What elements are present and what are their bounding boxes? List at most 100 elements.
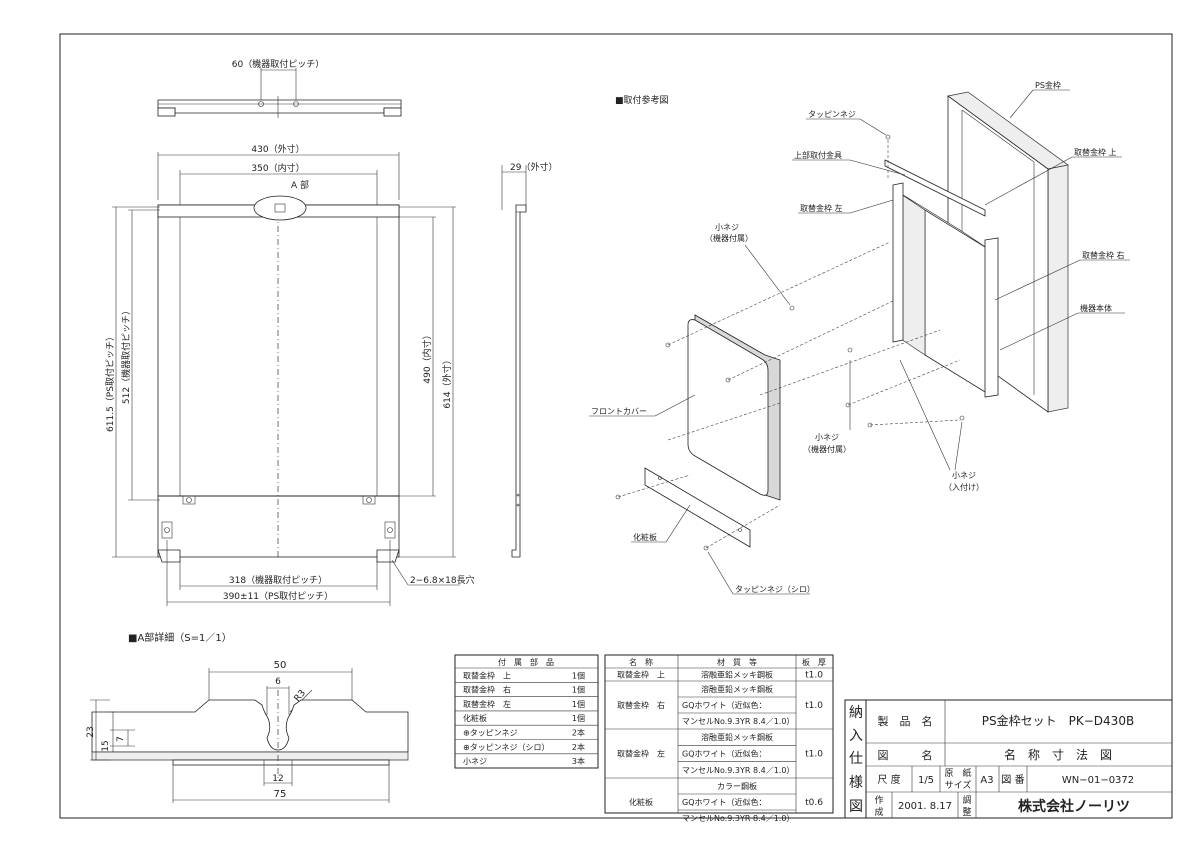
label-small-screw-1-note: （機器付属） (705, 233, 753, 243)
height-ps-pitch-label: 611.5（PS取付ピッチ） (105, 332, 116, 432)
material-row-material: マンセルNo.9.3YR 8.4／1.0） (682, 814, 794, 823)
check-label-2: 整 (962, 806, 971, 818)
material-row-thickness: t1.0 (805, 750, 823, 760)
side-label-3: 仕 (849, 751, 863, 767)
material-header-name: 名 称 (629, 657, 653, 667)
scale-value: 1/5 (918, 775, 934, 786)
side-view: 29（外寸） (501, 161, 557, 558)
made-label-1: 作 (874, 794, 883, 806)
label-frame-left: 取替金枠 左 (800, 203, 843, 213)
material-row-material: 溶融亜鉛メッキ鋼板 (701, 684, 773, 694)
width-inner-label: 350（内寸） (251, 162, 304, 174)
paper-label-1: 原 紙 (944, 767, 971, 779)
label-small-screw-1: 小ネジ (715, 223, 739, 232)
made-date: 2001. 8.17 (898, 801, 952, 812)
drawing-name-label: 図 名 (878, 748, 933, 762)
material-row-thickness: t1.0 (805, 671, 823, 681)
material-row-thickness: t1.0 (805, 701, 823, 711)
slot-note-label: 2−6.8×18長穴 (410, 574, 475, 586)
detail-a: ■A部詳細（S=1／1） 50 6 R3 R6 23 7 15 12 (86, 631, 409, 803)
top-view: 60（機器取付ピッチ） (157, 58, 402, 118)
side-label-5: 図 (849, 799, 863, 815)
material-row-material: GQホワイト（近似色： (682, 749, 767, 759)
parts-row-name: 化粧板 (463, 713, 487, 723)
front-view: 430（外寸） 350（内寸） A 部 611.5（PS取付ピッチ） (105, 143, 475, 606)
parts-row-qty: 2本 (572, 728, 585, 738)
install-reference: ■取付参考図 PS金枠 機器本体 取替金枠 右 取替金枠 左 取替金枠 上 (589, 80, 1130, 595)
material-row-material: マンセルNo.9.3YR 8.4／1.0） (682, 717, 794, 726)
material-row-thickness: t0.6 (805, 798, 823, 808)
dim-6: 6 (275, 677, 281, 687)
detail-a-title: ■A部詳細（S=1／1） (128, 631, 232, 644)
bottom-ps-pitch-label: 390±11（PS取付ピッチ） (223, 591, 333, 602)
label-small-screw-2: 小ネジ (815, 433, 839, 442)
title-block: 納 入 仕 様 図 製 品 名 PS金枠セット PK−D430B 図 名 名 称… (844, 699, 1173, 819)
material-row-material: 溶融亜鉛メッキ鋼板 (701, 670, 773, 680)
drawing-name: 名 称 寸 法 図 (1004, 747, 1112, 762)
side-label-2: 入 (849, 728, 863, 744)
parts-row-name: 取替金枠 上 (463, 670, 511, 680)
label-small-screw-3: 小ネジ (952, 471, 976, 480)
top-pitch-label: 60（機器取付ピッチ） (232, 58, 324, 70)
width-outer-label: 430（外寸） (251, 143, 304, 155)
parts-row-qty: 1個 (572, 670, 585, 680)
material-header-thickness: 板 厚 (802, 657, 826, 667)
parts-row-qty: 1個 (572, 713, 585, 723)
made-label-2: 成 (874, 806, 883, 818)
height-inner-label: 490（内寸） (421, 330, 433, 383)
material-row-material: 溶融亜鉛メッキ鋼板 (701, 732, 773, 742)
side-label-1: 納 (849, 705, 863, 721)
material-row-name: 取替金枠 左 (617, 749, 665, 759)
product-name: PS金枠セット PK−D430B (982, 713, 1134, 728)
parts-row-name: 小ネジ (463, 757, 487, 766)
material-row-name: 取替金枠 上 (617, 670, 665, 680)
drawing-no-label: 図 番 (1001, 774, 1024, 786)
label-ps-frame: PS金枠 (1035, 80, 1061, 90)
check-label-1: 調 (962, 794, 971, 806)
parts-row-name: ⊕タッピンネジ (463, 729, 518, 738)
label-tapping-screw: タッピンネジ (808, 110, 856, 119)
parts-header: 付 属 部 品 (498, 657, 554, 667)
detail-a-marker: A 部 (291, 179, 309, 191)
dim-50: 50 (274, 660, 287, 671)
parts-row-qty: 2本 (572, 742, 585, 752)
side-depth-label: 29（外寸） (510, 161, 557, 173)
material-row-name: 取替金枠 右 (617, 700, 665, 710)
dim-12: 12 (272, 774, 283, 784)
dim-75: 75 (274, 789, 287, 800)
label-front-cover: フロントカバー (591, 407, 647, 416)
product-name-label: 製 品 名 (878, 714, 933, 728)
parts-row-name: 取替金枠 右 (463, 685, 511, 695)
install-ref-title: ■取付参考図 (615, 94, 669, 106)
material-row-material: カラー鋼板 (717, 781, 757, 791)
material-row-name: 化粧板 (629, 797, 653, 807)
label-small-screw-3-note: （入付け） (944, 482, 984, 492)
dim-15: 15 (101, 740, 111, 751)
material-row-material: GQホワイト（近似色： (682, 700, 767, 710)
paper-value: A3 (980, 775, 993, 786)
material-header-material: 材 質 等 (717, 657, 757, 667)
company-name: 株式会社ノーリツ (1018, 798, 1130, 815)
sheet-border (59, 33, 1173, 819)
height-device-pitch-label: 512（機器取付ピッチ） (120, 306, 132, 404)
label-frame-right: 取替金枠 右 (1082, 250, 1125, 260)
dim-7: 7 (116, 736, 126, 742)
parts-row-qty: 3本 (572, 756, 585, 766)
label-small-screw-2-note: （機器付属） (803, 444, 851, 454)
label-tapping-screw-white: タッピンネジ（シロ） (735, 585, 815, 594)
parts-row-qty: 1個 (572, 685, 585, 695)
drawing-no: WN−01−0372 (1062, 775, 1134, 786)
side-label-4: 様 (849, 775, 863, 791)
label-frame-top: 取替金枠 上 (1074, 147, 1117, 157)
parts-row-name: 取替金枠 左 (463, 699, 511, 709)
parts-row-qty: 1個 (572, 699, 585, 709)
dim-23: 23 (86, 726, 96, 737)
material-row-material: マンセルNo.9.3YR 8.4／1.0） (682, 766, 794, 775)
material-row-material: GQホワイト（近似色： (682, 797, 767, 807)
label-device-body: 機器本体 (1080, 303, 1112, 313)
